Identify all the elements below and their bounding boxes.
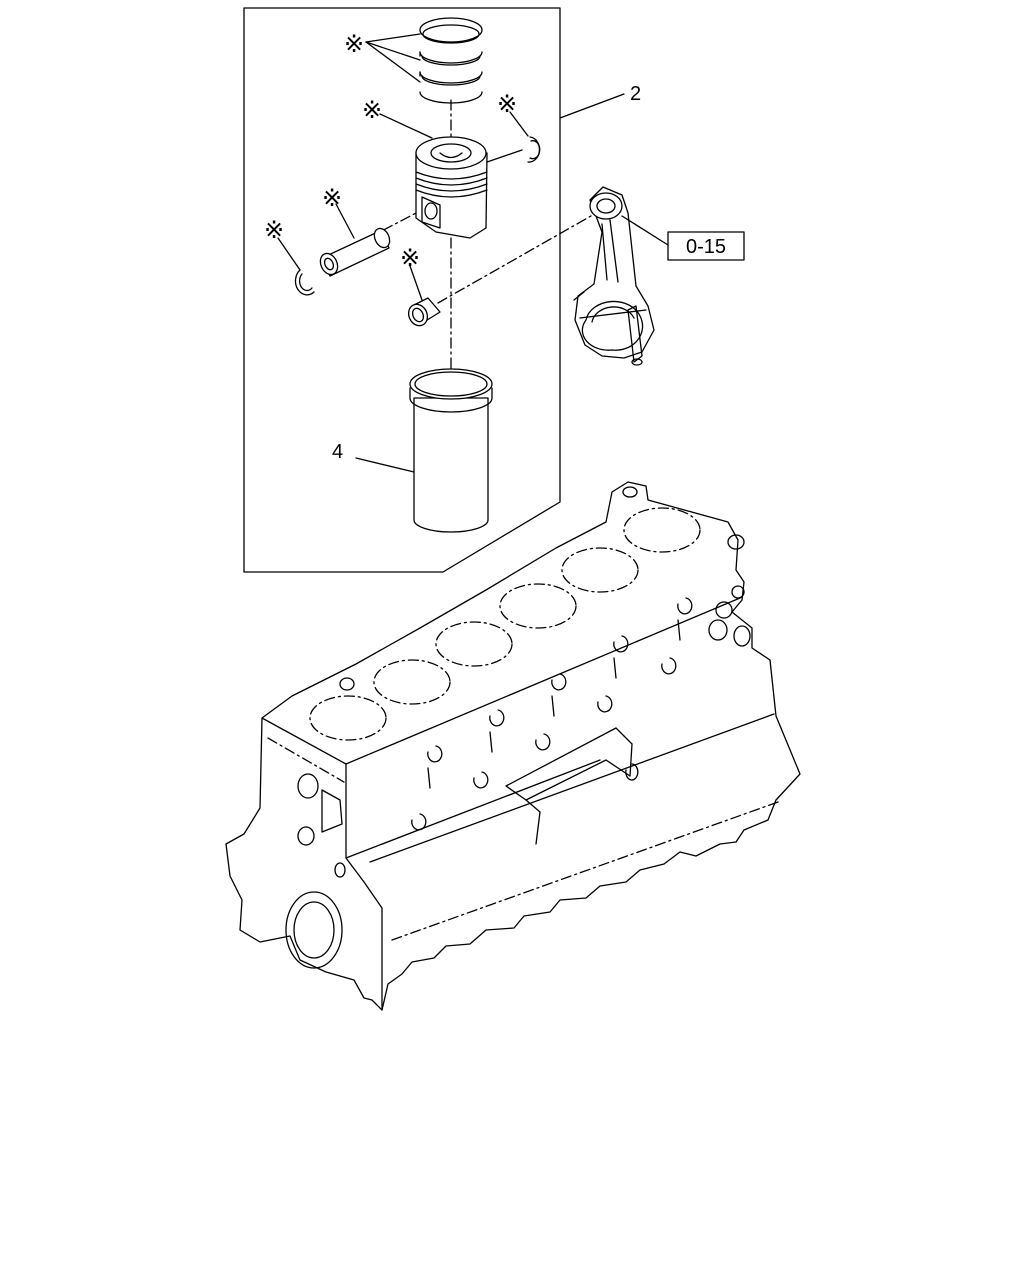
asterisk-pin: ※ <box>322 184 342 212</box>
assembly-frame <box>243 7 561 573</box>
asterisk-piston: ※ <box>362 96 382 124</box>
leader-lines <box>277 33 669 473</box>
snap-ring-right <box>527 136 541 163</box>
bolt-holes <box>411 597 693 831</box>
cylinder-block <box>225 481 801 1011</box>
asterisk-snap-ring-right: ※ <box>497 90 517 118</box>
label-assembly: 2 <box>630 83 641 105</box>
asterisk-rings: ※ <box>344 30 364 58</box>
cylinder-liner <box>409 368 493 533</box>
callout-labels: ※ ※ ※ ※ ※ ※ 2 4 0-15 <box>264 30 745 463</box>
label-liner: 4 <box>332 441 343 463</box>
piston <box>415 136 488 239</box>
snap-ring-left <box>294 269 315 296</box>
asterisk-snap-ring-left: ※ <box>264 216 284 244</box>
asterisk-bushing: ※ <box>400 244 420 272</box>
connecting-rod <box>573 186 655 366</box>
piston-pin <box>319 227 391 277</box>
label-reference: 0-15 <box>686 236 726 258</box>
cylinder-bores <box>309 507 701 741</box>
reference-box <box>667 231 745 261</box>
bushing <box>407 297 441 327</box>
piston-rings <box>419 17 483 104</box>
